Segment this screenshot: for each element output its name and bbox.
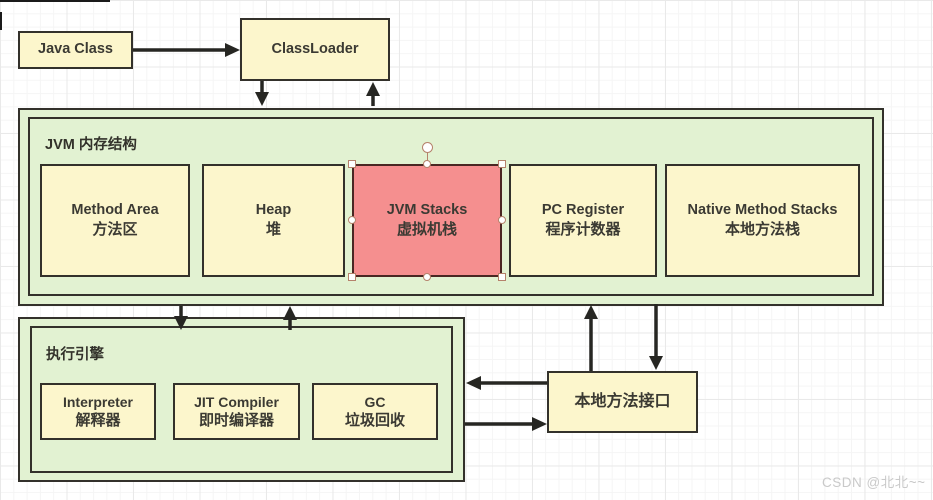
node-classloader-label: ClassLoader bbox=[271, 40, 359, 57]
resize-handle-bottom-right[interactable] bbox=[498, 273, 506, 281]
arrow-jvm-memory-to-classloader[interactable] bbox=[366, 82, 380, 106]
node-pc-register[interactable]: PC Register 程序计数器 bbox=[509, 164, 657, 277]
edge-artifact-left bbox=[0, 12, 2, 30]
jvm-memory-title: JVM 内存结构 bbox=[45, 137, 137, 153]
edge-artifact-top bbox=[0, 0, 110, 2]
resize-handle-top-left[interactable] bbox=[348, 160, 356, 168]
node-interpreter-label-en: Interpreter bbox=[62, 393, 134, 410]
arrow-jvm-memory-to-engine[interactable] bbox=[174, 306, 188, 330]
watermark: CSDN @北北~~ bbox=[822, 475, 926, 490]
node-native-method-stacks-label-en: Native Method Stacks bbox=[687, 201, 838, 218]
node-jit-compiler-label-zh: 即时编译器 bbox=[198, 411, 274, 429]
node-method-area-label-zh: 方法区 bbox=[92, 221, 138, 239]
resize-handle-top-right[interactable] bbox=[498, 160, 506, 168]
node-native-method-stacks-label-zh: 本地方法栈 bbox=[724, 221, 800, 239]
rotation-handle[interactable] bbox=[421, 142, 433, 153]
arrow-javaclass-to-classloader[interactable] bbox=[133, 43, 240, 57]
node-native-method-interface-label: 本地方法接口 bbox=[574, 393, 671, 411]
arrow-engine-to-jvm-memory[interactable] bbox=[283, 306, 297, 330]
node-pc-register-label-zh: 程序计数器 bbox=[545, 221, 621, 239]
resize-handle-top-middle[interactable] bbox=[423, 160, 431, 168]
node-interpreter[interactable]: Interpreter 解释器 bbox=[40, 383, 156, 440]
node-jvm-stacks-label-zh: 虚拟机栈 bbox=[396, 221, 457, 239]
arrow-classloader-to-jvm-memory[interactable] bbox=[255, 81, 269, 106]
resize-handle-bottom-left[interactable] bbox=[348, 273, 356, 281]
node-heap-label-zh: 堆 bbox=[265, 221, 281, 239]
arrow-engine-to-native-interface[interactable] bbox=[465, 417, 547, 431]
node-native-method-interface[interactable]: 本地方法接口 bbox=[547, 371, 698, 433]
node-native-method-stacks[interactable]: Native Method Stacks 本地方法栈 bbox=[665, 164, 860, 277]
node-gc-label-zh: 垃圾回收 bbox=[344, 411, 405, 429]
node-method-area[interactable]: Method Area 方法区 bbox=[40, 164, 190, 277]
node-interpreter-label-zh: 解释器 bbox=[75, 411, 121, 429]
node-jit-compiler-label-en: JIT Compiler bbox=[194, 393, 279, 410]
node-method-area-label-en: Method Area bbox=[71, 201, 159, 218]
node-classloader[interactable]: ClassLoader bbox=[240, 18, 390, 81]
node-heap-label-en: Heap bbox=[255, 201, 292, 218]
resize-handle-middle-left[interactable] bbox=[348, 216, 356, 224]
node-jvm-stacks-label-en: JVM Stacks bbox=[386, 201, 468, 218]
node-heap[interactable]: Heap 堆 bbox=[202, 164, 345, 277]
node-java-class-label: Java Class bbox=[38, 41, 113, 58]
execution-engine-title: 执行引擎 bbox=[46, 347, 104, 363]
resize-handle-middle-right[interactable] bbox=[498, 216, 506, 224]
node-jvm-stacks[interactable]: JVM Stacks 虚拟机栈 bbox=[352, 164, 502, 277]
node-pc-register-label-en: PC Register bbox=[541, 201, 625, 218]
rotation-handle-stem bbox=[426, 151, 428, 164]
arrow-native-interface-to-engine[interactable] bbox=[466, 376, 547, 390]
resize-handle-bottom-middle[interactable] bbox=[423, 273, 431, 281]
node-java-class[interactable]: Java Class bbox=[18, 31, 133, 69]
arrow-native-interface-to-jvm-memory[interactable] bbox=[584, 305, 598, 371]
node-jit-compiler[interactable]: JIT Compiler 即时编译器 bbox=[173, 383, 300, 440]
node-gc-label-en: GC bbox=[364, 393, 386, 410]
arrow-jvm-memory-to-native-interface[interactable] bbox=[649, 304, 663, 370]
node-gc[interactable]: GC 垃圾回收 bbox=[312, 383, 438, 440]
